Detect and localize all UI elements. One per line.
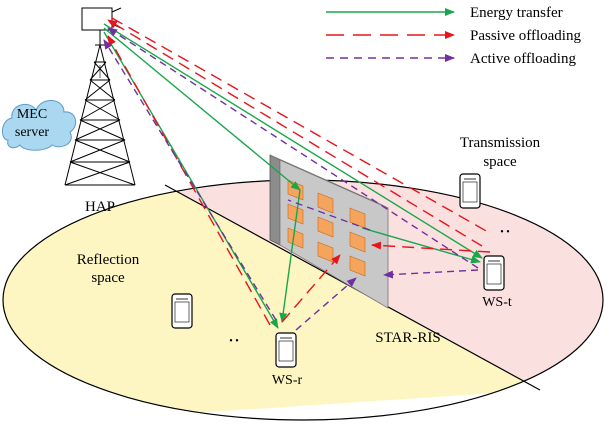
passive-link-ws-r-to-hap [107, 35, 271, 326]
hap-tower [64, 30, 136, 186]
hap-label: HAP [85, 199, 115, 215]
energy-link-ris-to-ws-r [279, 189, 301, 323]
active-link-ws-t-to-ris [383, 269, 479, 279]
active-link-ws-r-to-hap [103, 39, 277, 321]
ws-r-phone-icon [275, 332, 297, 368]
ris-element [317, 192, 334, 214]
energy-transfer-links [103, 23, 483, 329]
active-link-ws-r-to-ris [295, 277, 357, 331]
energy-link-hap-to-ris [103, 27, 301, 191]
antenna-element [111, 7, 122, 13]
ris-element [287, 227, 304, 249]
passive-link-ws-t-to-ris [371, 241, 491, 253]
transmission-user-phone-icon [459, 173, 481, 209]
transmission-space-label-line2: space [483, 154, 517, 170]
ws-t-phone-icon [483, 255, 505, 291]
mec-label-line2: server [15, 125, 50, 140]
energy-link-hap-to-ws-r [103, 31, 279, 329]
legend-passive-label: Passive offloading [470, 28, 581, 44]
more-users-transmission-dots: • • [500, 227, 510, 238]
transmission-space-label-line1: Transmission [460, 135, 541, 151]
reflection-user-phone-icon [171, 293, 193, 329]
legend-energy-label: Energy transfer [470, 5, 563, 21]
legend: Energy transfer Passive offloading Activ… [326, 5, 581, 67]
ris-element [349, 255, 366, 277]
energy-link-ris-to-ws-t [361, 227, 481, 264]
passive-offloading-links [107, 17, 491, 326]
ws-t-label: WS-t [482, 295, 512, 310]
more-users-reflection-dots: • • [229, 336, 239, 347]
ris-element [317, 216, 334, 238]
reflection-space-label-line1: Reflection [77, 252, 140, 268]
ris-element [349, 231, 366, 253]
reflection-space-label-line2: space [91, 270, 125, 286]
ws-r-label: WS-r [272, 373, 303, 388]
passive-link-ws-r-to-ris [281, 254, 341, 323]
mec-server-cloud-icon [2, 100, 77, 151]
passive-link-ws-t-to-hap [107, 19, 483, 247]
energy-link-hap-to-ws-t [103, 23, 483, 259]
passive-link-upper [111, 17, 489, 233]
ris-element-grid [287, 179, 366, 277]
star-ris-label: STAR-RIS [375, 330, 440, 346]
active-link-ris-to-ris [287, 199, 371, 231]
legend-active-label: Active offloading [470, 51, 576, 67]
active-link-ws-t-to-hap [107, 27, 479, 269]
active-offloading-links [103, 27, 479, 331]
mec-label-line1: MEC [17, 107, 47, 122]
